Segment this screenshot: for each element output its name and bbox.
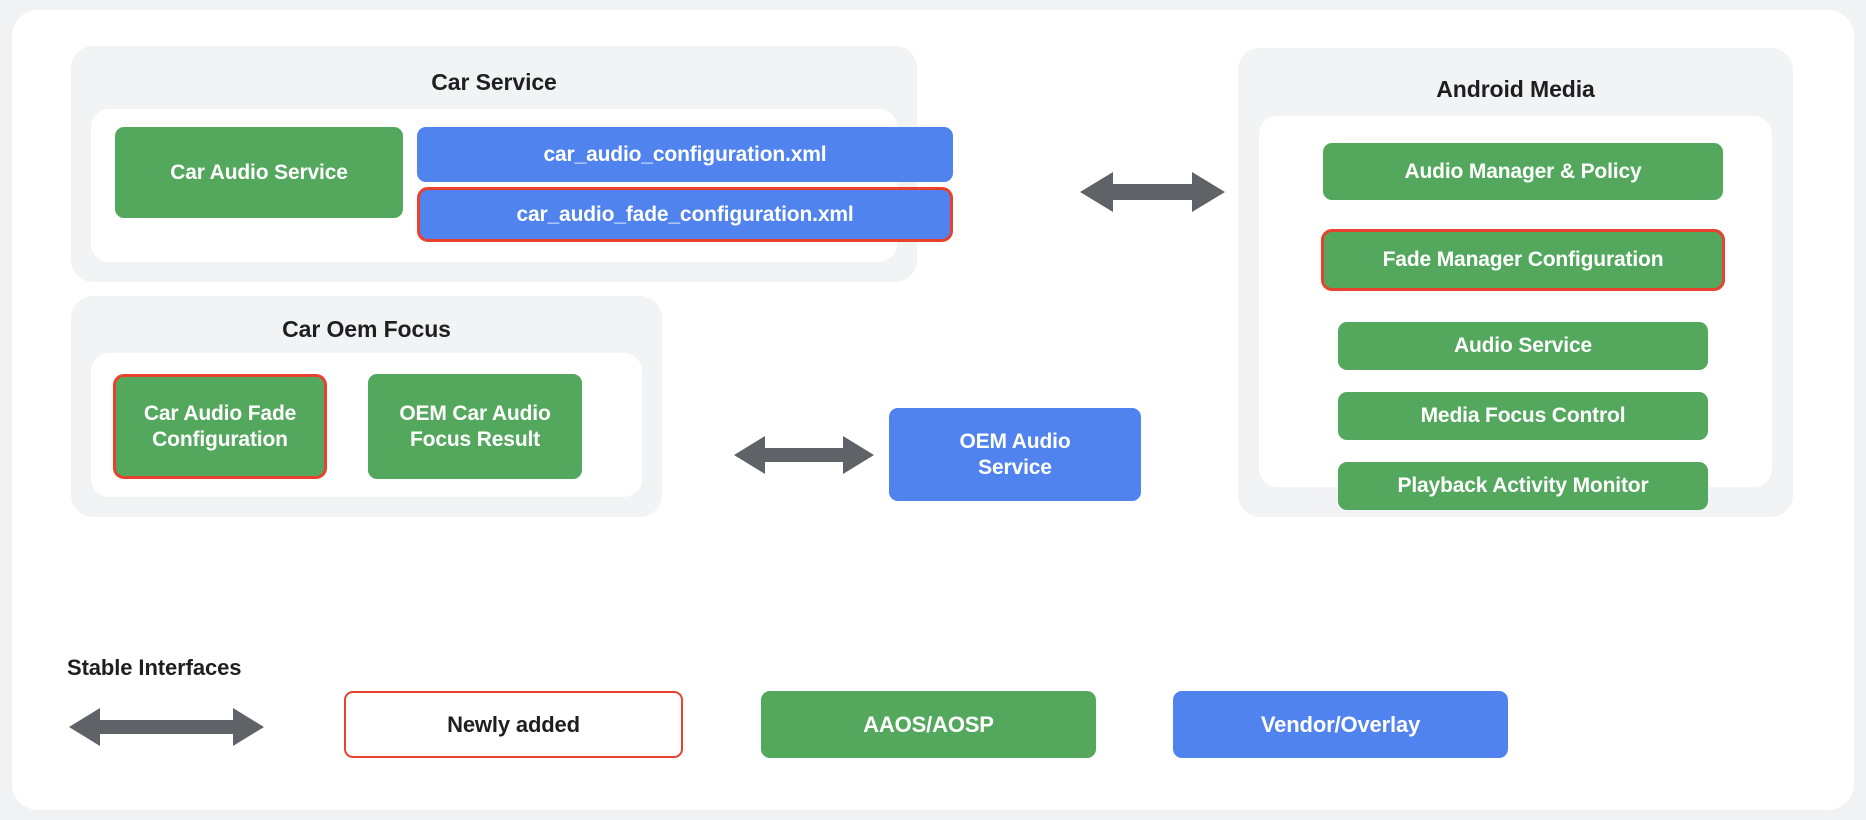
double-arrow-icon — [1080, 172, 1225, 212]
group-panel-android-media: Android Media Audio Manager & Policy Fad… — [1238, 48, 1793, 517]
node-audio-service[interactable]: Audio Service — [1338, 322, 1708, 370]
node-car-audio-fade-configuration[interactable]: Car Audio Fade Configuration — [113, 374, 327, 479]
node-playback-activity-monitor[interactable]: Playback Activity Monitor — [1338, 462, 1708, 510]
node-fade-manager-configuration[interactable]: Fade Manager Configuration — [1321, 229, 1725, 291]
group-title-car-oem-focus: Car Oem Focus — [282, 316, 451, 342]
legend-item-newly-added[interactable]: Newly added — [344, 691, 683, 758]
legend-stable-interfaces-label: Stable Interfaces — [67, 655, 242, 680]
node-oem-car-audio-focus-result[interactable]: OEM Car Audio Focus Result — [368, 374, 582, 479]
double-arrow-icon — [734, 436, 874, 474]
group-panel-car-oem-focus: Car Oem Focus Car Audio Fade Configurati… — [71, 296, 662, 517]
diagram-card: Car Service Car Audio Service car_audio_… — [12, 10, 1854, 810]
node-oem-audio-service-line2: Service — [978, 455, 1052, 479]
connector-car-service-to-android-media — [1080, 168, 1225, 216]
double-arrow-icon — [69, 708, 264, 746]
legend-item-aaos-aosp[interactable]: AAOS/AOSP — [761, 691, 1096, 758]
group-panel-car-service: Car Service Car Audio Service car_audio_… — [71, 46, 953, 282]
node-oem-audio-service[interactable]: OEM Audio Service — [889, 408, 1141, 501]
node-car-audio-service[interactable]: Car Audio Service — [115, 127, 403, 218]
group-title-android-media: Android Media — [1436, 76, 1595, 102]
node-media-focus-control[interactable]: Media Focus Control — [1338, 392, 1708, 440]
group-title-car-service: Car Service — [431, 69, 557, 95]
node-audio-manager-and-policy[interactable]: Audio Manager & Policy — [1323, 143, 1723, 200]
node-oem-audio-service-line1: OEM Audio — [959, 429, 1071, 453]
legend-item-vendor-overlay[interactable]: Vendor/Overlay — [1173, 691, 1508, 758]
node-car-audio-fade-configuration-xml[interactable]: car_audio_fade_configuration.xml — [417, 187, 953, 242]
node-car-audio-configuration-xml[interactable]: car_audio_configuration.xml — [417, 127, 953, 182]
connector-car-oem-focus-to-oem-audio-service — [734, 433, 874, 477]
legend-double-arrow-icon — [69, 705, 264, 749]
